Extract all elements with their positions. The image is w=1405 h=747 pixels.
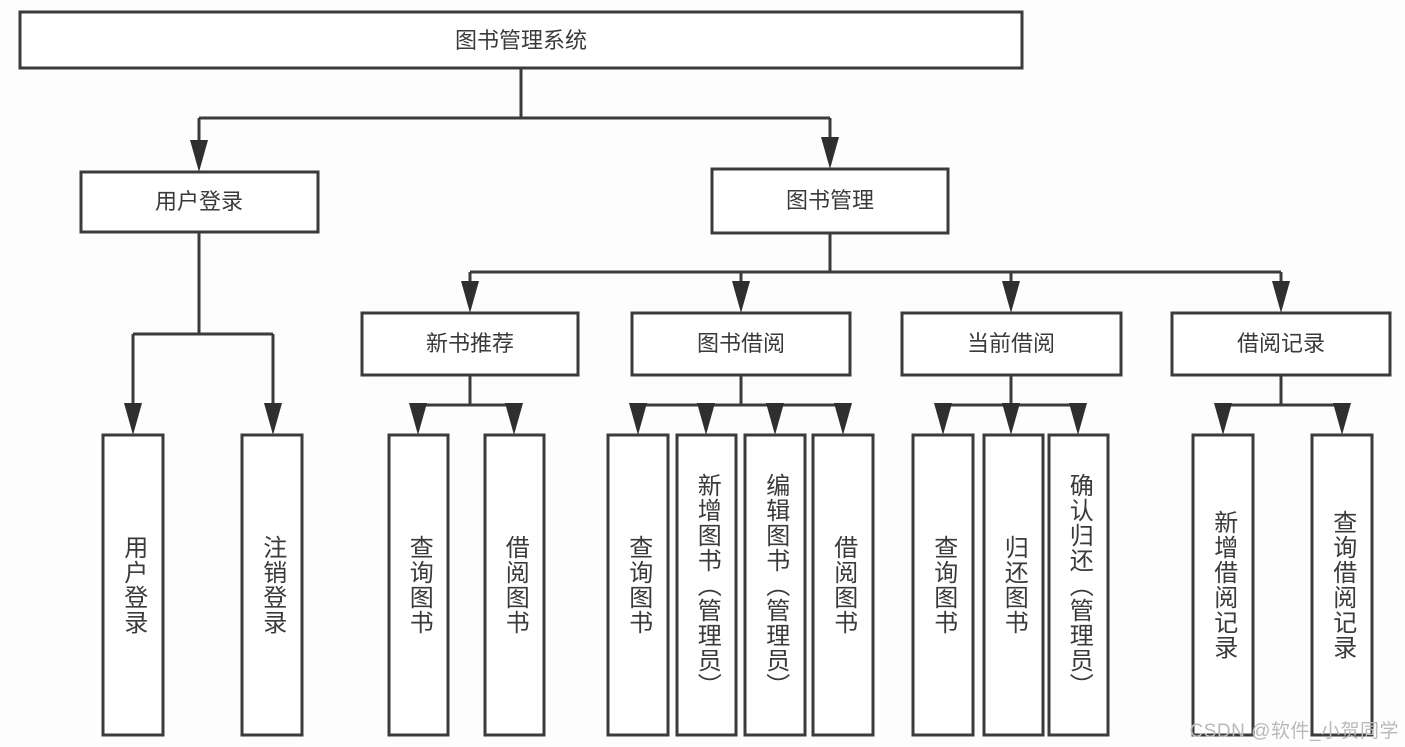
arrow-user-login-leaf1-icon	[124, 403, 142, 435]
node-box-leaf-edit-book-admin[interactable]	[743, 433, 807, 737]
arrow-nbr-leaf1-icon	[409, 403, 427, 435]
connector-group-current-borrow	[934, 375, 1087, 435]
arrow-bb-leaf4-icon	[834, 403, 852, 435]
csdn-watermark: CSDN @软件_小贺同学	[1189, 721, 1399, 742]
node-label-book-manage: 图书管理	[786, 188, 874, 213]
node-box-leaf-borrow-book-2[interactable]	[811, 433, 875, 737]
node-box-leaf-add-borrow-record[interactable]	[1191, 433, 1255, 737]
arrow-root-to-user-login-icon	[190, 140, 208, 172]
node-label-book-borrow: 图书借阅	[697, 331, 785, 356]
node-box-book-borrow[interactable]	[630, 311, 852, 377]
node-box-leaf-confirm-return-admin[interactable]	[1047, 433, 1110, 737]
node-box-leaf-query-book-2[interactable]	[606, 433, 670, 737]
node-label-new-book-recommend: 新书推荐	[426, 331, 514, 356]
arrow-nbr-leaf2-icon	[505, 403, 523, 435]
arrow-cb-leaf2-icon	[1002, 403, 1020, 435]
arrow-bm-l2-2-icon	[732, 281, 750, 313]
node-box-leaf-query-book-1[interactable]	[387, 433, 450, 737]
arrow-bb-leaf1-icon	[629, 403, 647, 435]
connector-group-book-manage	[461, 233, 1290, 313]
node-box-leaf-user-login[interactable]	[101, 433, 165, 737]
arrow-bm-l2-4-icon	[1272, 281, 1290, 313]
node-box-leaf-return-book[interactable]	[982, 433, 1045, 737]
arrow-br-leaf1-icon	[1214, 403, 1232, 435]
node-box-borrow-record[interactable]	[1170, 311, 1392, 377]
node-box-root[interactable]	[18, 10, 1024, 70]
arrow-user-login-leaf2-icon	[264, 403, 282, 435]
connector-group-user-login	[124, 232, 282, 435]
node-box-new-book-recommend[interactable]	[360, 311, 580, 377]
node-label-borrow-record: 借阅记录	[1237, 331, 1325, 356]
arrow-bm-l2-3-icon	[1002, 281, 1020, 313]
connector-group-root	[190, 68, 839, 172]
node-box-leaf-add-book-admin[interactable]	[675, 433, 738, 737]
node-box-user-login[interactable]	[79, 170, 320, 234]
arrow-bb-leaf2-icon	[697, 403, 715, 435]
arrow-br-leaf2-icon	[1333, 403, 1351, 435]
connector-group-new-book-recommend	[409, 375, 523, 435]
node-label-root: 图书管理系统	[455, 28, 587, 53]
arrow-root-to-book-manage-icon	[821, 137, 839, 169]
arrow-bm-l2-1-icon	[461, 281, 479, 313]
node-box-book-manage[interactable]	[710, 167, 950, 235]
connector-group-book-borrow	[629, 375, 852, 435]
arrow-bb-leaf3-icon	[766, 403, 784, 435]
connector-group-borrow-record	[1214, 375, 1351, 435]
node-label-current-borrow: 当前借阅	[967, 331, 1055, 356]
node-box-leaf-borrow-book-1[interactable]	[483, 433, 546, 737]
arrow-cb-leaf1-icon	[934, 403, 952, 435]
node-box-current-borrow[interactable]	[900, 311, 1123, 377]
node-label-user-login: 用户登录	[155, 189, 243, 214]
node-box-leaf-query-borrow-record[interactable]	[1310, 433, 1374, 737]
node-box-leaf-query-book-3[interactable]	[911, 433, 975, 737]
arrow-cb-leaf3-icon	[1069, 403, 1087, 435]
node-box-leaf-logout-login[interactable]	[240, 433, 304, 737]
